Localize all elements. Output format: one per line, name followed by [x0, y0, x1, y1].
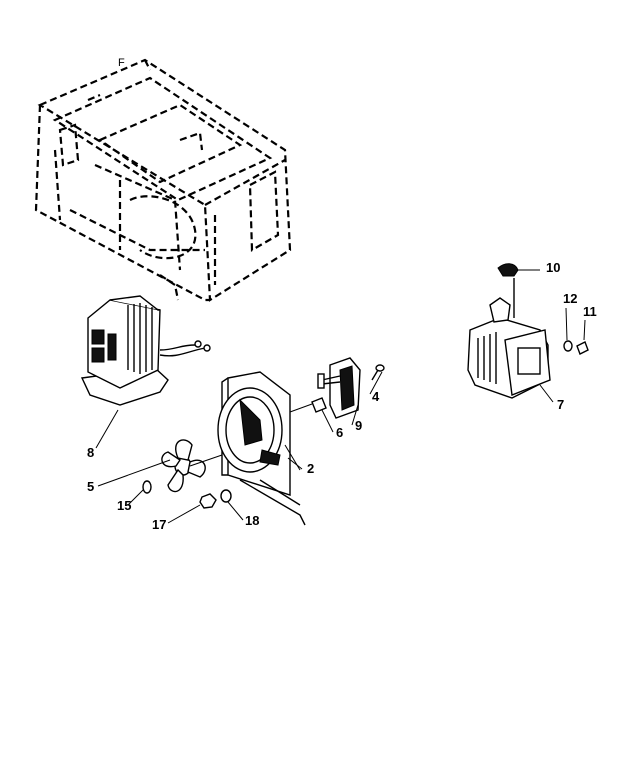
- leader-lines: [95, 269, 586, 524]
- part-11-screw: [576, 341, 589, 355]
- callouts: 10 12 11 4 7 9 6 8 2 5 15 17 18: [87, 260, 597, 532]
- part-7-magnetron: [467, 278, 551, 399]
- part-12-washer: [563, 340, 573, 352]
- callout-10: 10: [546, 260, 560, 275]
- part-8-transformer: [80, 295, 211, 406]
- part-4-screw: [371, 364, 385, 381]
- callout-17: 17: [152, 517, 166, 532]
- callout-9: 9: [355, 418, 362, 433]
- transformer-fins: [127, 303, 153, 374]
- callout-2: 2: [307, 461, 314, 476]
- callout-15: 15: [117, 498, 131, 513]
- callout-4: 4: [372, 389, 380, 404]
- part-5-fan-blade: [161, 439, 223, 493]
- callout-7: 7: [557, 397, 564, 412]
- part-17-nut: [199, 493, 217, 509]
- callout-12: 12: [563, 291, 577, 306]
- callout-8: 8: [87, 445, 94, 460]
- callout-11: 11: [583, 304, 597, 319]
- cabinet-outline: F: [34, 57, 292, 302]
- part-2-fan-shroud: [217, 371, 306, 526]
- cabinet-label: F: [118, 57, 125, 69]
- part-10-clip: [497, 263, 519, 277]
- magnetron-fins: [477, 332, 497, 384]
- part-18-washer: [220, 489, 232, 503]
- callout-5: 5: [87, 479, 94, 494]
- part-15-clip: [142, 480, 152, 494]
- part-9-fan-motor: [317, 357, 361, 419]
- callout-18: 18: [245, 513, 259, 528]
- callout-6: 6: [336, 425, 343, 440]
- part-6-spacer: [289, 397, 327, 413]
